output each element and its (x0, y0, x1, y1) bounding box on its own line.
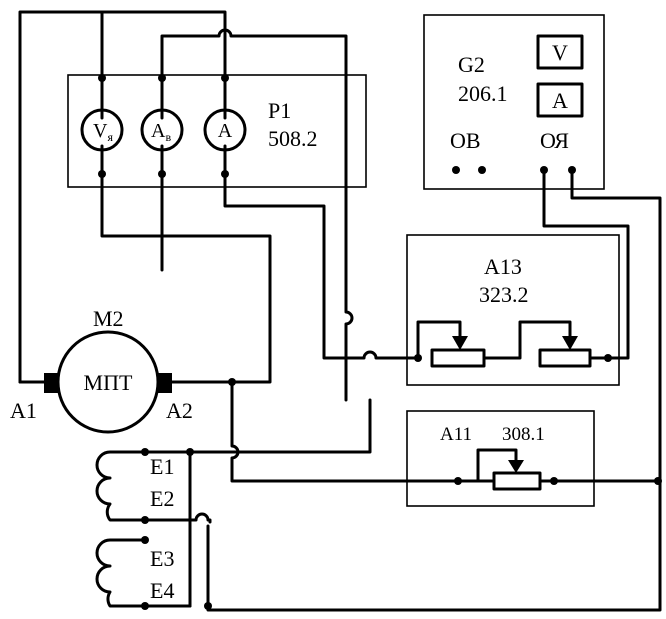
junction-dot (221, 74, 229, 82)
motor-brush-a1 (44, 373, 58, 393)
wire-av-top (160, 28, 354, 402)
wire-e2-e3 (143, 512, 212, 524)
a13-wiper-arrow-left (452, 336, 468, 350)
excitation-ammeter-subscript: в (165, 130, 171, 144)
svg-text:Vя: Vя (93, 120, 113, 144)
a13-module-box (406, 234, 620, 386)
junction-dot (186, 448, 194, 456)
ammeter-icon (203, 108, 247, 152)
wire-vya-bottom (100, 144, 272, 384)
motor-terminal-a1: A1 (10, 398, 37, 423)
ammeter-label: A (218, 120, 233, 142)
wire-a11-wiper (476, 448, 518, 483)
field-windings (95, 450, 147, 608)
wire-a13-right (542, 168, 630, 360)
g2-name: G2 (458, 52, 485, 77)
excitation-ammeter-icon (140, 108, 184, 152)
p1-module-box (67, 74, 367, 188)
winding-label-e4: E4 (150, 578, 174, 603)
junction-dot (550, 477, 558, 485)
g2-terminal-ov-label: ОВ (450, 128, 481, 153)
voltmeter-subscript: я (107, 130, 113, 144)
winding-label-e3: E3 (150, 546, 174, 571)
a11-module-box (406, 410, 595, 507)
wire-a11-out (206, 479, 662, 612)
a11-code: 308.1 (502, 424, 545, 445)
svg-text:Aв: Aв (151, 120, 171, 144)
junction-dot (228, 378, 236, 386)
junction-dot (141, 602, 149, 610)
junction-dot (98, 170, 106, 178)
g2-v-button-label: V (552, 40, 568, 65)
a13-resistor-right (538, 348, 592, 368)
winding-label-e2: E2 (150, 486, 174, 511)
wire-g2-oya-right (570, 168, 662, 483)
junction-dot (204, 602, 212, 610)
a11-wiper-arrow (508, 460, 524, 473)
a11-resistor (492, 471, 542, 491)
g2-ov-terminal-2 (478, 166, 486, 174)
junction-dot (158, 74, 166, 82)
g2-ov-terminal-1 (452, 166, 460, 174)
a13-wiper-arrow-right (562, 336, 578, 350)
motor-body-label: МПТ (84, 370, 133, 395)
wire-a13-left (416, 320, 462, 360)
excitation-ammeter-label: A (151, 120, 166, 142)
junction-dot (221, 170, 229, 178)
wire-a13-mid (482, 320, 572, 360)
wiring (18, 10, 662, 612)
junction-dot (158, 170, 166, 178)
junction-dot (454, 477, 462, 485)
winding-e1-e2 (95, 450, 147, 522)
junction-dot (141, 448, 149, 456)
junction-dot (141, 516, 149, 524)
junction-dot (654, 477, 662, 485)
junction-dots (98, 74, 662, 610)
voltmeter-icon (80, 108, 124, 152)
motor-terminal-a2: A2 (166, 398, 193, 423)
a13-code: 323.2 (479, 282, 529, 307)
wire-a-bottom (223, 144, 420, 360)
a13-name: A13 (484, 254, 522, 279)
junction-dot (141, 536, 149, 544)
g2-code: 206.1 (458, 81, 508, 106)
junction-dot (98, 74, 106, 82)
g2-oya-terminal-2 (568, 166, 576, 174)
g2-oya-terminal-1 (540, 166, 548, 174)
p1-code: 508.2 (268, 126, 318, 151)
junction-dot (414, 354, 422, 362)
motor-name: M2 (93, 306, 124, 331)
winding-e3-e4 (95, 538, 147, 608)
winding-label-e1: E1 (150, 454, 174, 479)
a11-name: A11 (440, 424, 472, 445)
g2-terminal-oya-label: ОЯ (540, 128, 569, 153)
wire-e1 (143, 398, 372, 454)
motor-brush-a2 (158, 373, 172, 393)
g2-a-button[interactable] (536, 82, 584, 118)
junction-dot (604, 354, 612, 362)
p1-name: P1 (268, 98, 291, 123)
a13-resistor-left (430, 348, 486, 368)
g2-v-button[interactable] (536, 34, 584, 70)
voltmeter-label: V (93, 120, 108, 142)
g2-module-box (423, 14, 605, 190)
wire-a1-loop (18, 10, 227, 384)
g2-a-button-label: A (552, 88, 568, 113)
